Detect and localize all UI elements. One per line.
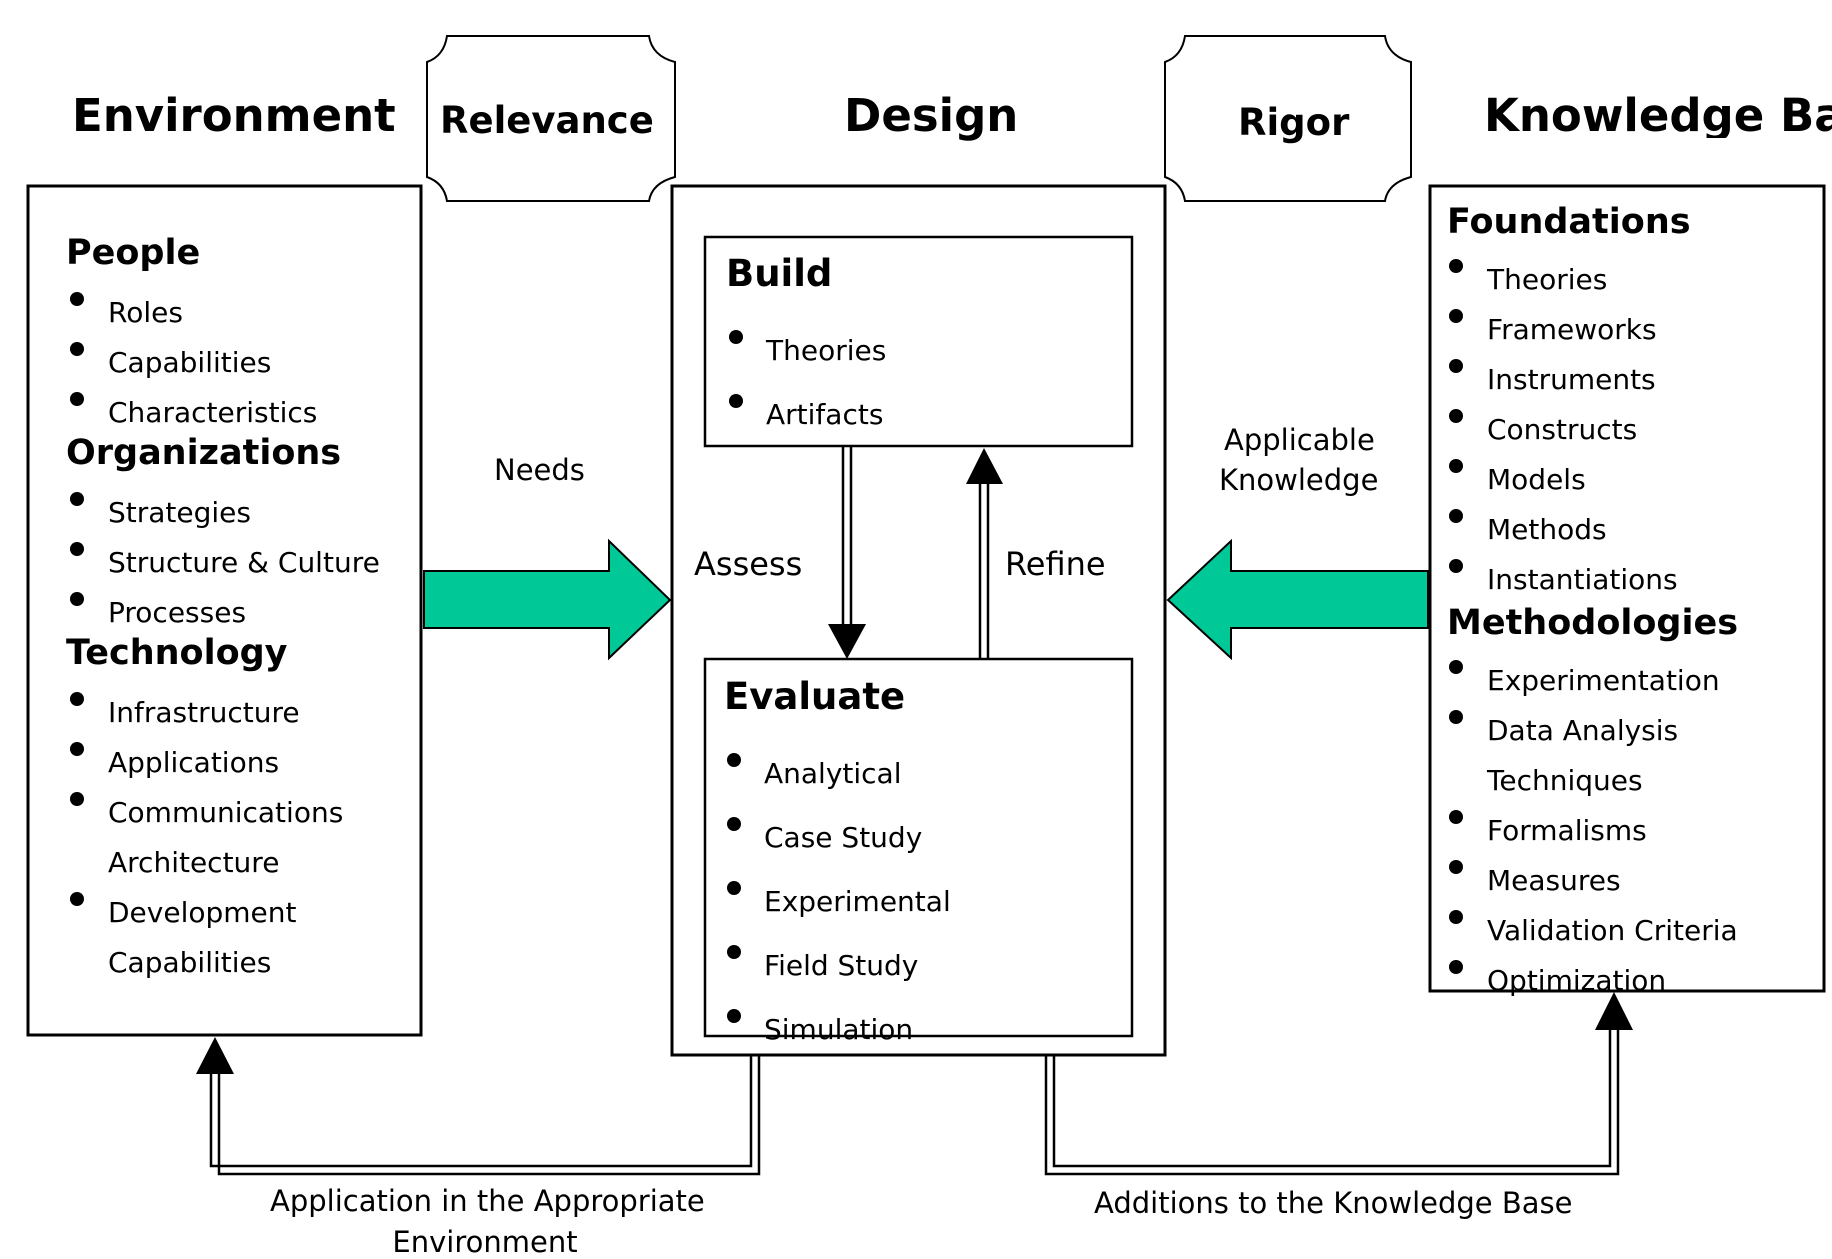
bullet — [1449, 860, 1463, 874]
bullet — [727, 945, 741, 959]
bullet — [1449, 459, 1463, 473]
needs-arrow — [423, 538, 672, 661]
technology-title: Technology — [66, 633, 288, 673]
bullet — [70, 742, 84, 756]
additions-arrow — [1044, 992, 1633, 1176]
bullet — [1449, 960, 1463, 974]
applicable-knowledge-arrow — [1166, 538, 1429, 661]
assess-arrow — [828, 447, 866, 659]
bullet — [1449, 309, 1463, 323]
additions-label: Additions to the Knowledge Base — [1094, 1186, 1573, 1220]
bullet — [70, 592, 84, 606]
bullet — [1449, 810, 1463, 824]
refine-arrow — [966, 448, 1003, 659]
applicable-label-line1: Applicable — [1224, 423, 1375, 457]
relevance-heading: Relevance — [440, 99, 654, 142]
rigor-heading: Rigor — [1238, 101, 1350, 144]
application-label-line1: Application in the Appropriate — [270, 1184, 705, 1218]
organizations-title: Organizations — [66, 433, 342, 473]
bullet — [70, 892, 84, 906]
bullet — [729, 330, 743, 344]
evaluate-box — [703, 657, 1134, 1038]
bullet — [1449, 509, 1463, 523]
bullet — [727, 1009, 741, 1023]
applicable-label-line2: Knowledge — [1219, 463, 1379, 497]
bullet — [1449, 359, 1463, 373]
application-arrow — [196, 1037, 761, 1176]
bullet — [70, 492, 84, 506]
design-heading: Design — [844, 89, 1019, 142]
environment-box — [26, 184, 423, 1037]
refine-label: Refine — [1005, 545, 1106, 583]
bullet — [727, 753, 741, 767]
foundations-title: Foundations — [1447, 202, 1691, 242]
bullet — [1449, 910, 1463, 924]
knowledge-base-box — [1428, 184, 1826, 993]
knowledge-base-heading: Knowledge Base — [1484, 93, 1832, 138]
bullet — [727, 881, 741, 895]
bullet — [727, 817, 741, 831]
bullet — [70, 292, 84, 306]
assess-label: Assess — [694, 545, 803, 583]
bullet — [1449, 559, 1463, 573]
build-box — [703, 235, 1134, 448]
build-title: Build — [726, 252, 833, 295]
methodologies-title: Methodologies — [1447, 603, 1739, 643]
evaluate-title: Evaluate — [724, 675, 906, 718]
bullet — [1449, 409, 1463, 423]
bullet — [1449, 259, 1463, 273]
bullet — [70, 342, 84, 356]
bullet — [1449, 710, 1463, 724]
environment-heading: Environment — [72, 89, 396, 142]
needs-label: Needs — [494, 453, 585, 487]
bullet — [70, 792, 84, 806]
bullet — [70, 392, 84, 406]
bullet — [729, 394, 743, 408]
application-label-line2: Environment — [392, 1225, 578, 1259]
relevance-frame — [426, 35, 676, 202]
people-title: People — [66, 233, 201, 273]
rigor-frame — [1164, 35, 1412, 202]
bullet — [70, 692, 84, 706]
bullet — [70, 542, 84, 556]
bullet — [1449, 660, 1463, 674]
